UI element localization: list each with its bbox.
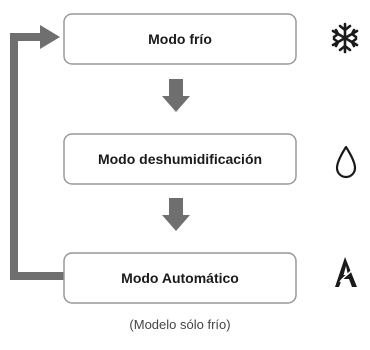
water-drop-icon xyxy=(335,145,357,179)
snowflake-icon xyxy=(331,22,359,54)
mode-box-cool: Modo frío xyxy=(63,13,297,65)
mode-box-dehumidify: Modo deshumidificación xyxy=(63,133,297,185)
mode-box-auto: Modo Automático xyxy=(63,252,297,304)
auto-mode-icon xyxy=(335,257,357,287)
footnote: (Modelo sólo frío) xyxy=(129,317,230,332)
mode-label-cool: Modo frío xyxy=(148,31,212,47)
mode-label-dehumidify: Modo deshumidificación xyxy=(98,151,262,167)
return-loop-arrow xyxy=(10,25,66,280)
mode-label-auto: Modo Automático xyxy=(121,270,239,286)
down-arrow-1 xyxy=(162,79,190,112)
down-arrow-2 xyxy=(162,198,190,231)
